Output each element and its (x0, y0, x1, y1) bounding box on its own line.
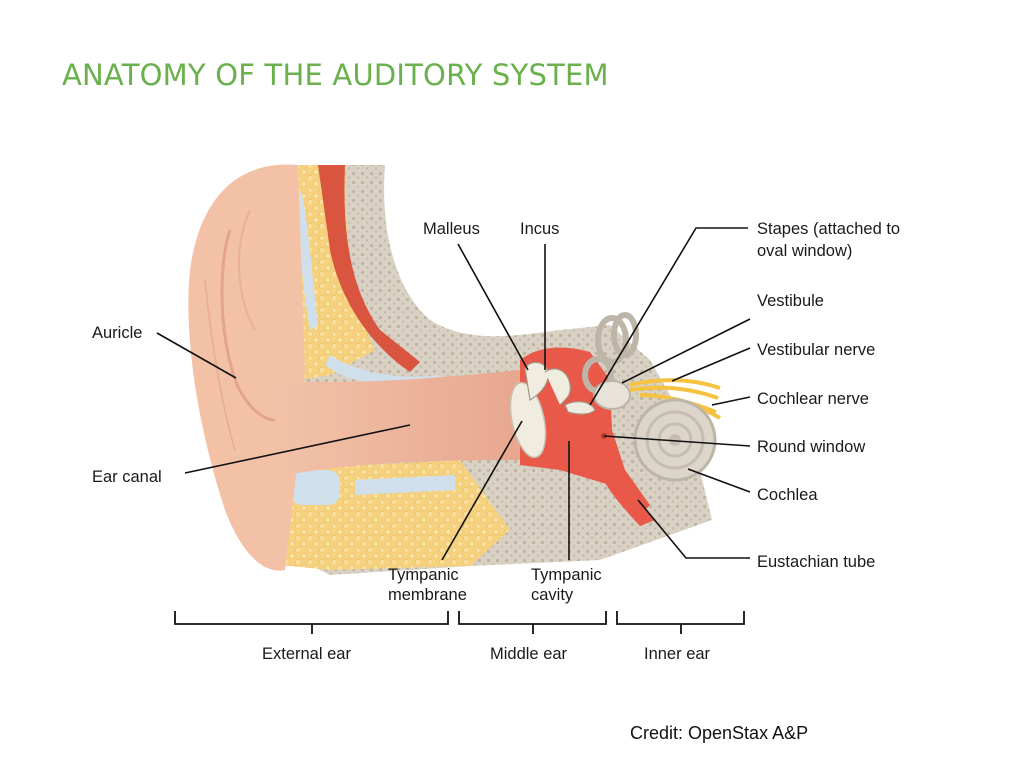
vestibule-shape (593, 380, 631, 410)
label-stapes-line1: Stapes (attached to (757, 220, 900, 238)
ear-canal-shape (275, 370, 525, 475)
label-malleus: Malleus (423, 220, 480, 238)
eustachian-tube-shape (602, 470, 655, 526)
label-vestibular-nerve: Vestibular nerve (757, 341, 875, 359)
label-stapes-line2: oval window) (757, 242, 852, 260)
page-title: ANATOMY OF THE AUDITORY SYSTEM (62, 58, 609, 92)
label-incus: Incus (520, 220, 559, 238)
region-middle-ear: Middle ear (490, 645, 568, 663)
label-round-window: Round window (757, 438, 865, 456)
image-credit: Credit: OpenStax A&P (630, 723, 809, 743)
label-ear-canal: Ear canal (92, 468, 162, 486)
region-brackets (174, 611, 745, 634)
fatty-tissue-upper (285, 165, 375, 380)
region-inner-ear: Inner ear (644, 645, 711, 663)
label-tympanic-membrane-line1: Tympanic (388, 566, 459, 584)
middle-ear-cavity (520, 347, 650, 515)
label-eustachian-tube: Eustachian tube (757, 553, 875, 571)
auricle-shape (188, 164, 305, 571)
label-vestibule: Vestibule (757, 292, 824, 310)
muscle-band (318, 165, 420, 372)
label-tympanic-membrane-line2: membrane (388, 586, 467, 604)
ossicles (524, 361, 596, 415)
label-cochlear-nerve: Cochlear nerve (757, 390, 869, 408)
label-auricle: Auricle (92, 324, 142, 342)
leader-lines (156, 227, 751, 561)
ear-cartilage (290, 190, 455, 505)
tympanic-membrane-shape (509, 381, 547, 459)
label-tympanic-cavity-line1: Tympanic (531, 566, 602, 584)
region-external-ear: External ear (262, 645, 351, 663)
cochlea-shape (633, 398, 717, 482)
label-cochlea: Cochlea (757, 486, 818, 504)
label-tympanic-cavity-line2: cavity (531, 586, 574, 604)
